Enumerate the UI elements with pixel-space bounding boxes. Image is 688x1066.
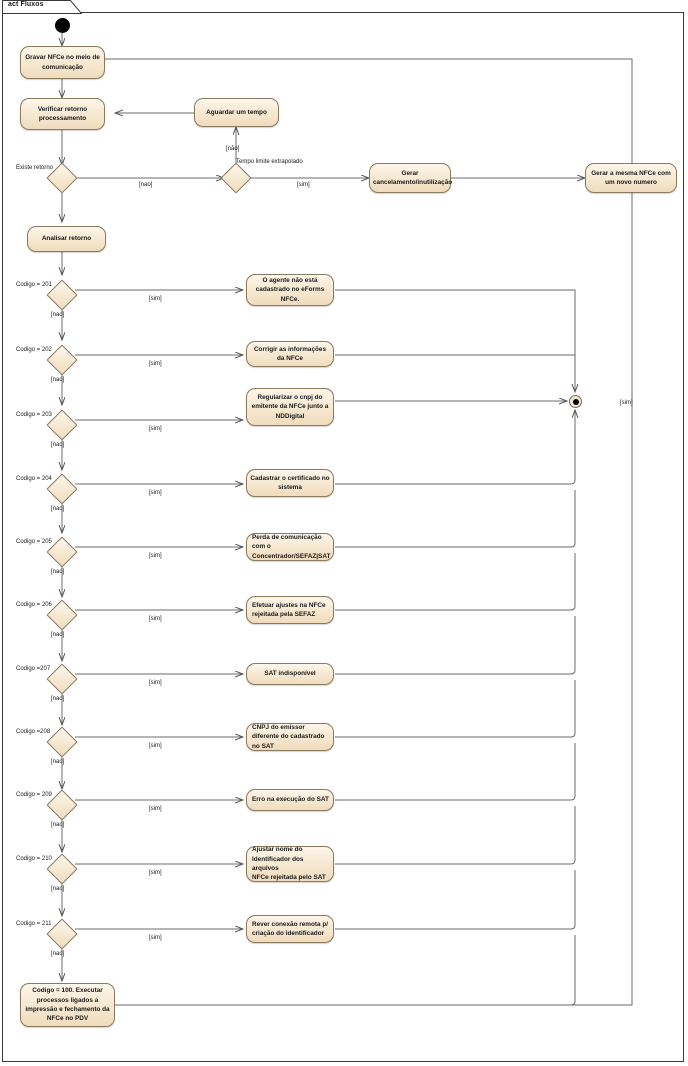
- decision-codigo-204-label: Codigo = 204: [16, 476, 52, 482]
- guard-codigo-204-sim: [sim]: [149, 490, 162, 496]
- diagram-title-label: act Fluxos: [8, 1, 44, 8]
- activity-codigo-211-action-label: Rever conexão remota p/ criação do ident…: [252, 920, 329, 937]
- activity-codigo-100[interactable]: Codigo = 100. Executar processos ligados…: [20, 983, 115, 1027]
- guard-codigo-207-nao: [nao]: [51, 696, 65, 702]
- decision-codigo-208-label: Codigo =208: [16, 729, 51, 735]
- activity-analisar-retorno[interactable]: Analisar retorno: [27, 226, 106, 252]
- decision-codigo-205-label: Codigo = 205: [16, 539, 52, 545]
- guard-codigo-208-nao: [nao]: [51, 759, 65, 765]
- activity-codigo-208-action-label: CNPJ do emissor diferente do cadastrado …: [252, 724, 325, 750]
- decision-codigo-211-label: Codigo = 211: [16, 921, 52, 927]
- guard-codigo-209-sim: [sim]: [149, 806, 162, 812]
- guard-codigo-201-nao: [nao]: [51, 312, 65, 318]
- decision-codigo-203-label: Codigo = 203: [16, 412, 52, 418]
- guard-codigo-202-sim: [sim]: [149, 361, 162, 367]
- guard-final-sim: [sim]: [620, 400, 633, 406]
- guard-codigo-205-nao: [nao]: [51, 569, 65, 575]
- activity-codigo-100-label: Codigo = 100. Executar processos ligados…: [25, 987, 110, 1023]
- guard-codigo-208-sim: [sim]: [149, 743, 162, 749]
- activity-codigo-208-action[interactable]: CNPJ do emissor diferente do cadastrado …: [246, 723, 334, 751]
- activity-codigo-203-action-label: Regularizar o cnpj do emitente da NFCe j…: [251, 394, 329, 420]
- activity-verificar-retorno[interactable]: Verificar retorno processamento: [20, 98, 105, 130]
- guard-codigo-203-sim: [sim]: [149, 426, 162, 432]
- activity-analisar-retorno-label: Analisar retorno: [41, 235, 92, 243]
- decision-codigo-210-label: Codigo = 210: [16, 856, 52, 862]
- activity-codigo-204-action-label: Cadastrar o certificado no sistema: [250, 474, 330, 491]
- guard-tempo-limite-nao: [não]: [226, 146, 240, 152]
- activity-gerar-cancelamento[interactable]: Gerar cancelamento/inutilização: [369, 163, 453, 193]
- decision-existe-retorno-label: Existe retorno: [16, 165, 54, 171]
- activity-codigo-201-action-label: O agente não está cadastrado no eForms N…: [255, 277, 325, 303]
- activity-codigo-205-action[interactable]: Perda de comunicação com o Concentrador/…: [246, 533, 334, 561]
- activity-gerar-mesma-nfce-label: Gerar a mesma NFCe com um novo numero: [591, 169, 671, 186]
- activity-codigo-201-action[interactable]: O agente não está cadastrado no eForms N…: [246, 274, 334, 306]
- guard-codigo-201-sim: [sim]: [149, 296, 162, 302]
- activity-gravar-nfce[interactable]: Gravar NFCe no meio de comunicação: [20, 46, 105, 79]
- activity-aguardar-tempo[interactable]: Aguardar um tempo: [194, 98, 279, 127]
- guard-codigo-209-nao: [nao]: [51, 822, 65, 828]
- tab-shape-icon: [2, 0, 82, 14]
- initial-node: [55, 18, 70, 33]
- diagram-frame: [2, 12, 684, 1062]
- activity-codigo-211-action[interactable]: Rever conexão remota p/ criação do ident…: [246, 915, 334, 943]
- guard-codigo-202-nao: [nao]: [51, 377, 65, 383]
- activity-codigo-210-action[interactable]: Ajustar nome do Identificador dos arquiv…: [246, 846, 334, 882]
- decision-codigo-201-label: Codigo = 201: [16, 282, 52, 288]
- guard-codigo-206-sim: [sim]: [149, 616, 162, 622]
- activity-final-node: [569, 395, 582, 408]
- decision-codigo-207-label: Codigo =207: [16, 666, 51, 672]
- decision-tempo-limite-label: Tempo limite extrapolado: [236, 159, 303, 165]
- activity-codigo-203-action[interactable]: Regularizar o cnpj do emitente da NFCe j…: [246, 388, 334, 426]
- activity-final-node-core: [572, 398, 579, 405]
- activity-gerar-cancelamento-label: Gerar cancelamento/inutilização: [373, 169, 453, 186]
- activity-codigo-202-action-label: Corrigir as informações da NFCe: [253, 345, 327, 362]
- guard-codigo-210-sim: [sim]: [149, 870, 162, 876]
- activity-codigo-206-action[interactable]: Efetuar ajustes na NFCe rejeitada pela S…: [246, 596, 334, 624]
- activity-codigo-202-action[interactable]: Corrigir as informações da NFCe: [246, 341, 334, 367]
- activity-codigo-207-action-label: SAT indisponível: [264, 670, 316, 678]
- activity-codigo-209-action[interactable]: Erro na execução do SAT: [246, 789, 334, 811]
- guard-codigo-211-sim: [sim]: [149, 935, 162, 941]
- guard-codigo-211-nao: [nao]: [51, 951, 65, 957]
- decision-codigo-202-label: Codigo = 202: [16, 347, 52, 353]
- guard-codigo-206-nao: [nao]: [51, 632, 65, 638]
- activity-gerar-mesma-nfce[interactable]: Gerar a mesma NFCe com um novo numero: [585, 163, 677, 193]
- decision-codigo-209-label: Codigo = 209: [16, 792, 52, 798]
- activity-codigo-205-action-label: Perda de comunicação com o Concentrador/…: [252, 534, 331, 560]
- activity-codigo-209-action-label: Erro na execução do SAT: [252, 796, 329, 804]
- guard-tempo-limite-sim: [sim]: [297, 182, 310, 188]
- activity-codigo-207-action[interactable]: SAT indisponível: [246, 663, 334, 685]
- guard-codigo-210-nao: [nao]: [51, 886, 65, 892]
- activity-aguardar-tempo-label: Aguardar um tempo: [206, 108, 267, 116]
- guard-codigo-204-nao: [nao]: [51, 506, 65, 512]
- decision-codigo-206-label: Codigo = 206: [16, 602, 52, 608]
- guard-codigo-205-sim: [sim]: [149, 553, 162, 559]
- activity-gravar-nfce-label: Gravar NFCe no meio de comunicação: [25, 54, 100, 71]
- guard-existe-retorno-nao: [nao]: [139, 182, 153, 188]
- activity-codigo-206-action-label: Efetuar ajustes na NFCe rejeitada pela S…: [252, 601, 326, 618]
- guard-codigo-203-nao: [nao]: [51, 442, 65, 448]
- activity-codigo-210-action-label: Ajustar nome do Identificador dos arquiv…: [252, 846, 326, 882]
- guard-codigo-207-sim: [sim]: [149, 680, 162, 686]
- activity-verificar-retorno-label: Verificar retorno processamento: [37, 105, 88, 122]
- activity-codigo-204-action[interactable]: Cadastrar o certificado no sistema: [246, 469, 334, 497]
